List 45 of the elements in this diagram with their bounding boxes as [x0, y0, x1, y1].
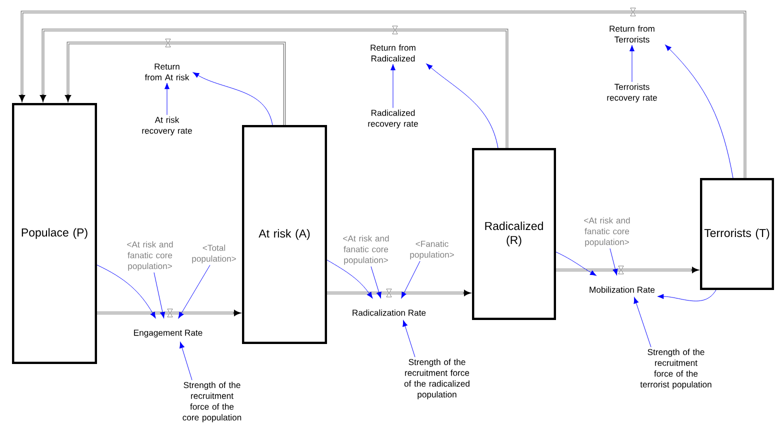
- rate-label: Radicalization Rate: [352, 309, 426, 316]
- arrow: [180, 342, 192, 380]
- flow-pipe: [65, 42, 286, 126]
- flow-pipe: [556, 267, 698, 273]
- variable-label: Strength of the recruitment force of the terrorist population: [640, 348, 712, 390]
- flow-pipe: [96, 310, 240, 316]
- variable-label: Return from Terrorists: [610, 25, 654, 43]
- arrow: [192, 72, 273, 126]
- shadow-variable-label: <At risk and fanatic core population>: [343, 235, 389, 265]
- flow-pipe: [326, 290, 470, 296]
- arrow: [556, 252, 596, 276]
- arrow: [154, 272, 166, 318]
- variable-label: Strength of the recruitment force of the radicalized population: [404, 358, 470, 400]
- arrow: [326, 260, 373, 298]
- stock-box: Radicalized (R): [472, 148, 556, 320]
- flow-pipe: [19, 10, 746, 178]
- shadow-variable-label: <Total population>: [192, 244, 236, 264]
- arrow: [401, 260, 420, 298]
- arrow: [426, 64, 498, 148]
- stock-box: Populace (P): [12, 103, 97, 364]
- rate-label: Engagement Rate: [134, 330, 202, 338]
- variable-label: At risk recovery rate: [142, 116, 192, 136]
- arrow: [657, 290, 716, 302]
- arrow: [370, 266, 382, 298]
- shadow-variable-label: <Fanatic population>: [410, 240, 454, 260]
- variable-label: Return from At risk: [144, 64, 190, 80]
- flow-pipe: [40, 28, 508, 148]
- variable-label: Radicalized recovery rate: [368, 110, 418, 128]
- arrow: [402, 320, 416, 358]
- arrow: [96, 264, 156, 318]
- variable-label: Return from Radicalized: [370, 44, 416, 62]
- stock-box: At risk (A): [242, 125, 328, 344]
- arrow: [178, 264, 210, 318]
- shadow-variable-label: <At risk and fanatic core population>: [584, 217, 630, 247]
- rate-label: Mobilization Rate: [590, 286, 655, 293]
- arrow: [610, 248, 618, 276]
- variable-label: Strength of the recruitment force of the core population: [182, 382, 242, 422]
- arrow: [629, 44, 635, 82]
- arrow: [665, 44, 734, 178]
- arrow: [164, 82, 170, 116]
- variable-label: Terrorists recovery rate: [607, 84, 657, 102]
- shadow-variable-label: <At risk and fanatic core population>: [127, 241, 173, 271]
- stock-box: Terrorists (T): [700, 178, 774, 290]
- arrow: [634, 297, 652, 348]
- arrow: [390, 64, 396, 108]
